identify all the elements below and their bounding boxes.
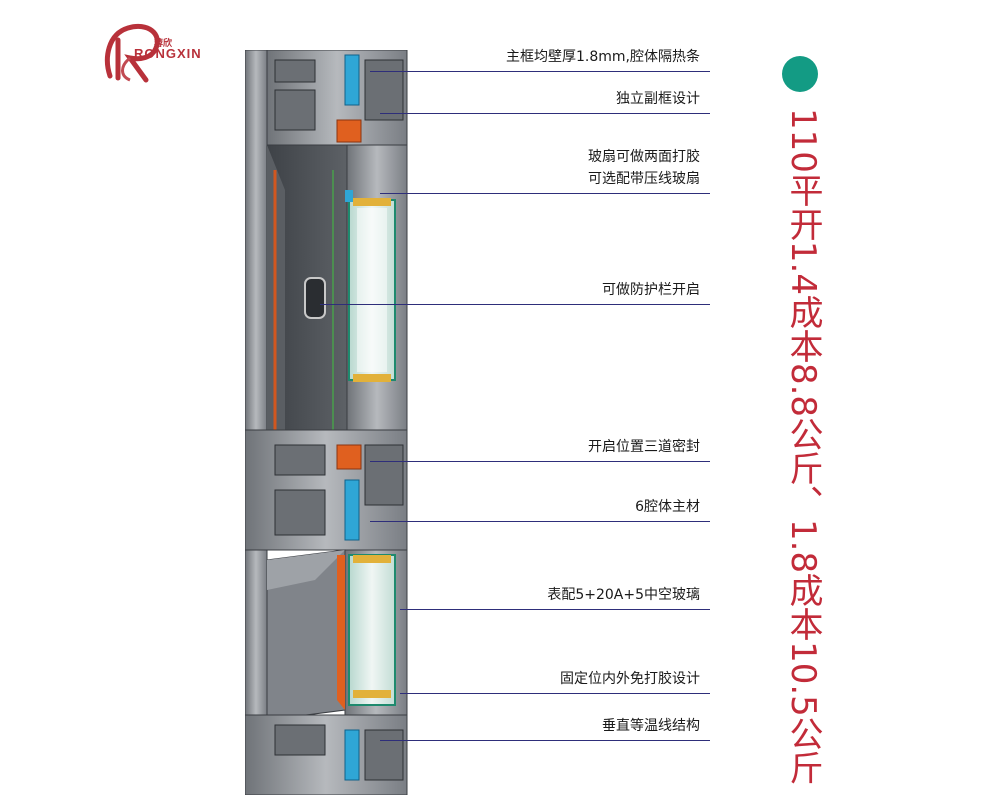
callout-frame-wall: 主框均壁厚1.8mm,腔体隔热条 <box>300 49 710 72</box>
side-title: 110平开1.4成本8.8公斤、1.8成本10.5公斤 <box>783 108 823 785</box>
logo-text-cn: 蓉欣 <box>154 39 173 49</box>
leader-line <box>320 304 710 305</box>
callout-label: 表配5+20A+5中空玻璃 <box>547 587 700 603</box>
leader-line <box>380 113 710 114</box>
callout-guard-bar: 可做防护栏开启 <box>300 282 710 305</box>
leader-line <box>380 193 710 194</box>
callout-insulated-glass: 表配5+20A+5中空玻璃 <box>300 587 710 610</box>
leader-line <box>400 609 710 610</box>
callout-glue-free: 固定位内外免打胶设计 <box>300 671 710 694</box>
callout-six-chamber: 6腔体主材 <box>300 499 710 522</box>
callout-label: 开启位置三道密封 <box>588 439 700 455</box>
window-profile-cross-section <box>245 50 408 795</box>
callout-label: 可做防护栏开启 <box>602 282 700 298</box>
leader-line <box>370 461 710 462</box>
logo-text-en: RONGXIN <box>134 46 202 61</box>
leader-line <box>400 693 710 694</box>
callout-sub-frame: 独立副框设计 <box>300 91 710 114</box>
leader-line <box>370 71 710 72</box>
callout-isotherm: 垂直等温线结构 <box>300 718 710 741</box>
leader-line <box>380 740 710 741</box>
callout-label: 玻扇可做两面打胶 <box>588 149 700 165</box>
title-dot <box>782 56 818 92</box>
callout-triple-seal: 开启位置三道密封 <box>300 439 710 462</box>
rongxin-logo <box>105 24 160 83</box>
callout-label: 固定位内外免打胶设计 <box>560 671 700 687</box>
callout-glass-sash: 玻扇可做两面打胶 可选配带压线玻扇 <box>300 149 710 194</box>
callout-label: 主框均壁厚1.8mm,腔体隔热条 <box>506 49 700 65</box>
callout-label: 独立副框设计 <box>616 91 700 107</box>
callout-label: 6腔体主材 <box>635 499 700 515</box>
leader-line <box>370 521 710 522</box>
callout-label: 可选配带压线玻扇 <box>588 171 700 187</box>
callout-label: 垂直等温线结构 <box>602 718 700 734</box>
